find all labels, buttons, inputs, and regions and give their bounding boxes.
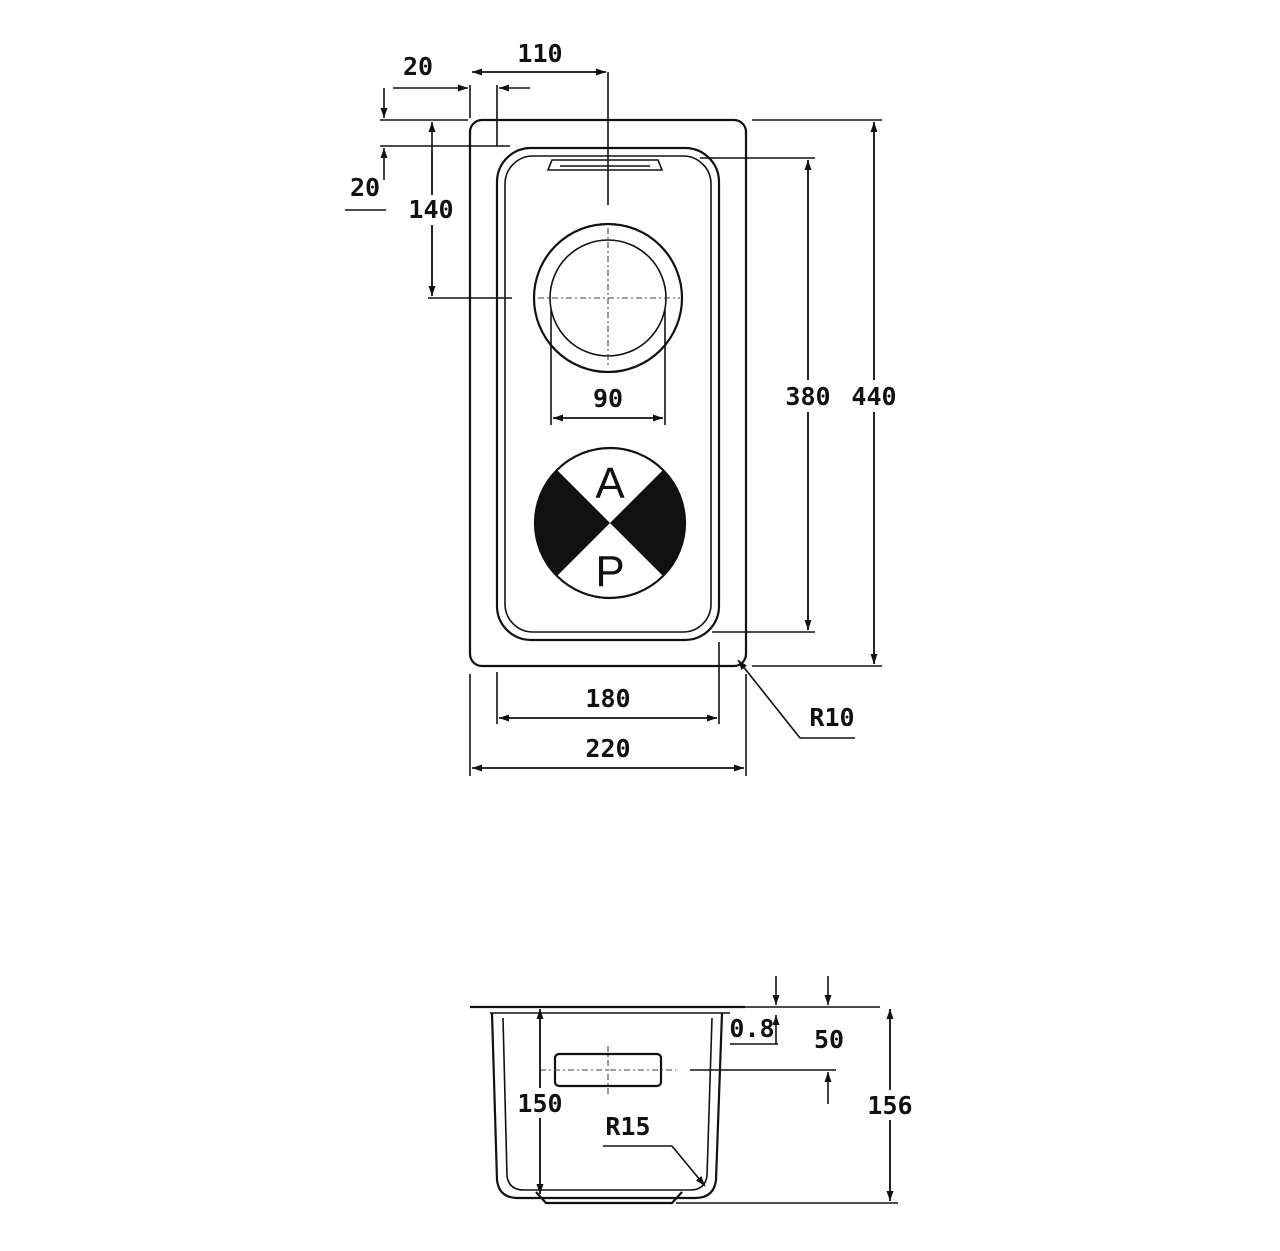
dim-label-220: 220: [585, 734, 630, 763]
dim-thickness: 0.8: [729, 976, 790, 1045]
dim-label-0-8: 0.8: [729, 1014, 774, 1043]
dim-label-180: 180: [585, 684, 630, 713]
dim-flange-offset-y: 20: [345, 88, 510, 211]
dim-bowl-length: 380: [700, 157, 836, 633]
dim-label-150: 150: [517, 1089, 562, 1118]
dim-drain-offset-y: 140: [405, 122, 512, 299]
dim-label-90: 90: [593, 384, 623, 413]
dim-overflow-height: 50: [690, 976, 880, 1104]
dim-overall-depth: 156: [676, 1009, 918, 1204]
dim-label-r15: R15: [605, 1112, 650, 1141]
dim-label-20-left: 20: [350, 173, 380, 202]
logo-letter-p: P: [595, 547, 624, 596]
dim-overall-width: 220: [469, 674, 747, 776]
dim-drain-offset-x: 110: [472, 39, 609, 205]
dim-label-r10: R10: [809, 703, 854, 732]
ap-logo: A P: [533, 446, 687, 600]
dim-label-50: 50: [814, 1025, 844, 1054]
overflow-slot: [546, 159, 664, 171]
dim-drain-diameter: 90: [550, 360, 666, 425]
dim-inner-radius: R15: [603, 1112, 706, 1187]
dim-label-20-top: 20: [403, 52, 433, 81]
dim-overall-length: 440: [752, 119, 902, 667]
dim-corner-radius: R10: [737, 659, 855, 739]
dim-flange-offset-x: 20: [393, 52, 530, 146]
dim-bowl-width: 180: [496, 642, 720, 724]
dim-label-110: 110: [517, 39, 562, 68]
side-view: 0.8 50 150 156 R15: [470, 976, 918, 1205]
drain-fitting: [532, 222, 684, 374]
dim-label-440: 440: [851, 382, 896, 411]
dim-label-156: 156: [867, 1091, 912, 1120]
dim-label-140: 140: [408, 195, 453, 224]
bowl-profile: [490, 1012, 724, 1200]
logo-letter-a: A: [595, 459, 625, 508]
top-view: A P 20 110 20: [345, 39, 902, 776]
dim-bowl-depth: 150: [514, 1009, 566, 1194]
dim-label-380: 380: [785, 382, 830, 411]
